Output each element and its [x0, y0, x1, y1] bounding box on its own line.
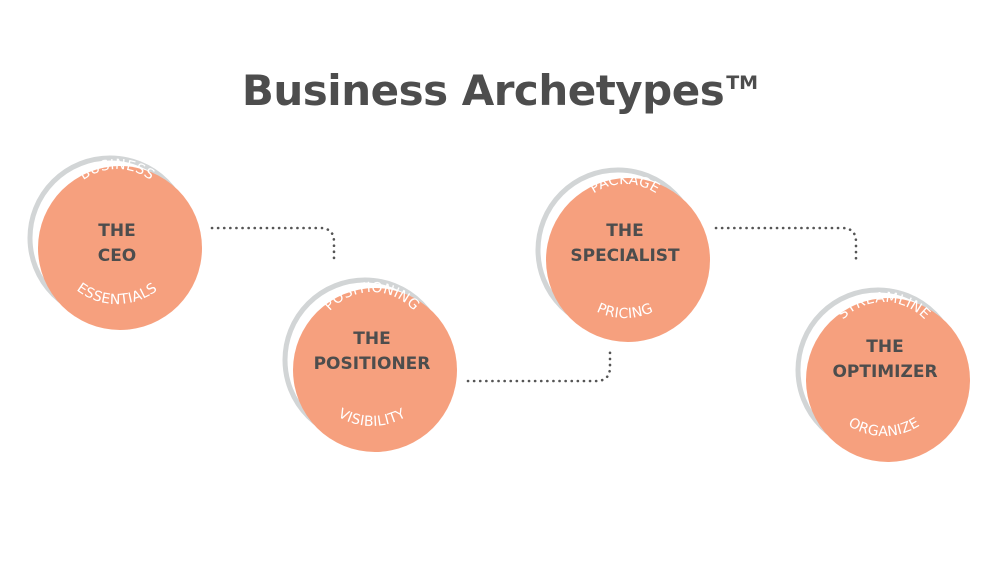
archetype-node-specialist: PACKAGE THE SPECIALIST PRICING	[535, 167, 710, 342]
archetype-node-positioner: POSITIONING THE POSITIONER VISIBILITY	[282, 277, 457, 452]
node-circle	[546, 178, 710, 342]
node-circle	[806, 298, 970, 462]
name-line-2: SPECIALIST	[570, 246, 680, 266]
bottom-arc-label: PRICING	[595, 300, 656, 322]
archetype-node-ceo: BUSINESS THE CEO ESSENTIALS	[27, 155, 202, 330]
trademark-symbol: TM	[726, 72, 759, 94]
archetype-node-optimizer: STREAMLINE THE OPTIMIZER ORGANIZE	[795, 287, 970, 462]
connector-ceo-to-positioner	[210, 226, 336, 260]
node-circle	[293, 288, 457, 452]
node-circle	[38, 166, 202, 330]
connector-specialist-to-optimizer	[714, 226, 858, 264]
name-line-2: CEO	[98, 246, 137, 266]
name-line-1: THE	[98, 221, 135, 241]
name-line-2: POSITIONER	[314, 354, 431, 374]
title-text: Business Archetypes	[241, 66, 725, 115]
name-line-2: OPTIMIZER	[832, 362, 937, 382]
connector-positioner-to-specialist	[466, 346, 612, 383]
name-line-1: THE	[866, 337, 903, 357]
name-line-1: THE	[606, 221, 643, 241]
name-line-1: THE	[353, 329, 390, 349]
